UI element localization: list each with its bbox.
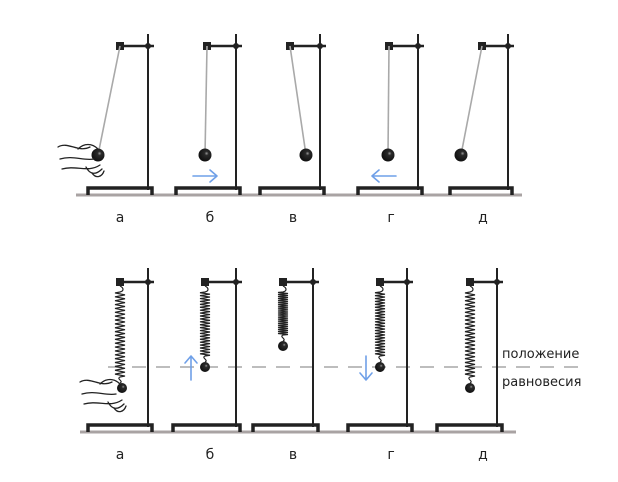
stand-base — [258, 186, 326, 195]
pendulum-bob — [278, 341, 288, 351]
pendulum-bob — [375, 362, 385, 372]
spring-frame: г — [346, 268, 414, 463]
spring-pendulum-row: а б в г д — [79, 268, 578, 463]
pendulum-thread — [289, 45, 307, 156]
stand-base — [86, 186, 154, 195]
stand-joint — [233, 43, 239, 49]
pendulum-thread — [387, 45, 390, 156]
stand-joint — [415, 43, 421, 49]
arrow-down-icon — [359, 355, 373, 381]
clamp-block — [201, 278, 209, 286]
pendulum-bob — [465, 383, 475, 393]
pendulum-frame: б — [174, 34, 242, 226]
arrow-right-icon — [192, 169, 218, 183]
stand-base — [86, 423, 154, 432]
stand-joint — [310, 279, 316, 285]
clamp-block — [116, 278, 124, 286]
frame-label: б — [206, 210, 215, 226]
pendulum-bob — [198, 148, 212, 162]
pendulum-bob — [91, 148, 105, 162]
spring — [464, 285, 476, 384]
stand-base — [171, 423, 242, 432]
stand-joint — [145, 279, 151, 285]
stand-joint — [494, 279, 500, 285]
frame-label: а — [116, 210, 125, 226]
frame-label: г — [387, 447, 394, 463]
stand-joint — [505, 43, 511, 49]
pendulum-bob — [454, 148, 468, 162]
spring-frame: д — [435, 268, 504, 463]
stand-joint — [317, 43, 323, 49]
frame-label: а — [116, 447, 125, 463]
equilibrium-label-line2: равновесия — [502, 375, 581, 390]
stand-base — [356, 186, 424, 195]
pendulum-frame: г — [356, 34, 424, 226]
stand-joint — [145, 43, 151, 49]
spring-frame: а — [79, 268, 154, 463]
clamp-block — [466, 278, 474, 286]
pendulum-thread — [204, 45, 208, 156]
frame-label: г — [387, 210, 394, 226]
pendulum-frame: д — [448, 34, 514, 226]
stand-base — [346, 423, 414, 432]
clamp-block — [279, 278, 287, 286]
stand-base — [174, 186, 242, 195]
arrow-left-icon — [371, 169, 397, 183]
frame-label: в — [289, 210, 297, 226]
spring — [199, 285, 211, 363]
pendulum-row: а б в г д — [57, 34, 522, 226]
frame-label: д — [478, 447, 488, 463]
stand-base — [251, 423, 320, 432]
arrow-up-icon — [184, 355, 198, 381]
spring — [114, 285, 126, 384]
frame-label: б — [206, 447, 215, 463]
pendulum-thread — [97, 45, 121, 156]
hand-icon — [79, 378, 127, 413]
clamp-block — [376, 278, 384, 286]
stand-joint — [233, 279, 239, 285]
spring-frame: б — [171, 268, 242, 463]
frame-label: д — [478, 210, 488, 226]
stand-base — [435, 423, 504, 432]
pendulum-bob — [299, 148, 313, 162]
equilibrium-label-line1: положение — [502, 347, 579, 362]
spring-frame: в — [251, 268, 320, 463]
pendulum-bob — [200, 362, 210, 372]
pendulum-bob — [117, 383, 127, 393]
pendulum-bob — [381, 148, 395, 162]
spring — [277, 285, 289, 342]
stand-base — [448, 186, 514, 195]
stand-joint — [404, 279, 410, 285]
frame-label: в — [289, 447, 297, 463]
spring — [374, 285, 386, 363]
hand-icon — [57, 143, 105, 178]
pendulum-frame: в — [258, 34, 326, 226]
pendulum-frame: а — [57, 34, 154, 226]
pendulum-thread — [460, 45, 483, 156]
